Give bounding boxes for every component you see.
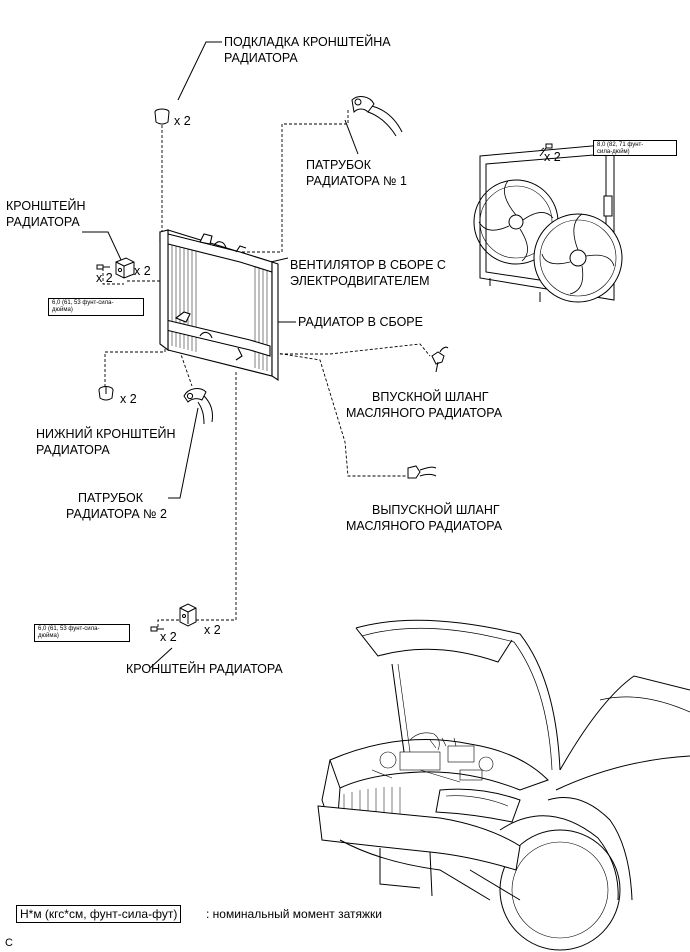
label-line: ПАТРУБОК bbox=[306, 158, 372, 172]
quantity-fan-bolt: x 2 bbox=[544, 150, 561, 164]
bottom-bolt-drawing bbox=[150, 626, 164, 632]
label-lower-radiator-bracket: НИЖНИЙ КРОНШТЕЙН РАДИАТОРА bbox=[36, 426, 176, 458]
torque-line: 6,0 (61, 53 фунт-сила- bbox=[38, 626, 100, 632]
label-radiator-bracket-upper: КРОНШТЕЙН РАДИАТОРА bbox=[6, 198, 86, 230]
torque-line: дюйма) bbox=[38, 633, 59, 639]
label-line: НИЖНИЙ КРОНШТЕЙН bbox=[36, 427, 176, 441]
label-radiator-hose-1: ПАТРУБОК РАДИАТОРА № 1 bbox=[306, 157, 407, 189]
label-line: КРОНШТЕЙН bbox=[6, 199, 86, 213]
fan-bolt-drawing bbox=[539, 143, 553, 157]
quantity-upper-bracket: x 2 bbox=[134, 264, 151, 278]
figure-code: C bbox=[5, 937, 13, 949]
label-line: РАДИАТОРА № 2 bbox=[66, 507, 168, 521]
label-line: РАДИАТОРА bbox=[6, 215, 80, 229]
torque-legend-text: : номинальный момент затяжки bbox=[206, 907, 382, 921]
torque-box-upper-bracket: 6,0 (61, 53 фунт-сила- дюйма) bbox=[48, 298, 144, 316]
quantity-cushion: x 2 bbox=[174, 114, 191, 128]
label-oil-cooler-outlet-hose: ВЫПУСКНОЙ ШЛАНГ МАСЛЯНОГО РАДИАТОРА bbox=[346, 502, 502, 534]
label-radiator-assy: РАДИАТОР В СБОРЕ bbox=[298, 315, 423, 329]
torque-box-fan: 8,0 (82, 71 фунт- сила-дюйм) bbox=[593, 140, 677, 156]
torque-line: дюйма) bbox=[52, 307, 73, 313]
quantity-lower-bracket: x 2 bbox=[120, 392, 137, 406]
radiator-bracket-cushion-drawing bbox=[154, 108, 170, 125]
label-radiator-hose-2: ПАТРУБОК РАДИАТОРА № 2 bbox=[66, 490, 167, 522]
radiator-hose-1-drawing bbox=[351, 96, 403, 137]
quantity-upper-bolt: x 2 bbox=[96, 271, 113, 285]
label-line: ВЫПУСКНОЙ ШЛАНГ bbox=[372, 503, 500, 517]
label-line: РАДИАТОРА bbox=[224, 51, 298, 65]
quantity-bottom-bolt: x 2 bbox=[160, 630, 177, 644]
label-line: ПОДКЛАДКА КРОНШТЕЙНА bbox=[224, 35, 391, 49]
oil-cooler-outlet-hose-drawing bbox=[407, 465, 437, 479]
bottom-bracket-drawing bbox=[179, 603, 197, 627]
torque-legend-box: Н*м (кгс*см, фунт-сила-фут) bbox=[16, 905, 182, 923]
torque-line: 8,0 (82, 71 фунт- bbox=[597, 142, 644, 148]
label-line: ЭЛЕКТРОДВИГАТЕЛЕМ bbox=[290, 274, 430, 288]
label-line: МАСЛЯНОГО РАДИАТОРА bbox=[346, 406, 503, 420]
torque-line: сила-дюйм) bbox=[597, 149, 630, 155]
assembly-dashed-lines bbox=[102, 110, 545, 627]
label-radiator-bracket-cushion: ПОДКЛАДКА КРОНШТЕЙНА РАДИАТОРА bbox=[224, 34, 391, 66]
torque-line: 6,0 (61, 53 фунт-сила- bbox=[52, 300, 114, 306]
upper-bolt-drawing bbox=[96, 264, 110, 270]
radiator-hose-2-drawing bbox=[183, 388, 213, 425]
radiator-assembly-drawing bbox=[159, 229, 279, 382]
label-line: МАСЛЯНОГО РАДИАТОРА bbox=[346, 519, 503, 533]
upper-bracket-drawing bbox=[115, 257, 135, 279]
fan-motor-assembly-drawing bbox=[473, 143, 623, 303]
label-line: ПАТРУБОК bbox=[78, 491, 144, 505]
label-fan-motor-assy: ВЕНТИЛЯТОР В СБОРЕ С ЭЛЕКТРОДВИГАТЕЛЕМ bbox=[290, 257, 446, 289]
leader-lines bbox=[82, 41, 359, 669]
label-line: ВЕНТИЛЯТОР В СБОРЕ С bbox=[290, 258, 446, 272]
lower-radiator-bracket-drawing bbox=[98, 386, 114, 401]
label-radiator-bracket-lower: КРОНШТЕЙН РАДИАТОРА bbox=[126, 662, 283, 676]
oil-cooler-inlet-hose-drawing bbox=[431, 346, 449, 373]
label-line: РАДИАТОРА № 1 bbox=[306, 174, 408, 188]
label-line: РАДИАТОРА bbox=[36, 443, 110, 457]
label-line: ВПУСКНОЙ ШЛАНГ bbox=[372, 390, 489, 404]
quantity-bottom-bracket: x 2 bbox=[204, 623, 221, 637]
label-oil-cooler-inlet-hose: ВПУСКНОЙ ШЛАНГ МАСЛЯНОГО РАДИАТОРА bbox=[346, 389, 502, 421]
vehicle-front-drawing bbox=[317, 619, 690, 951]
torque-box-bottom-bracket: 6,0 (61, 53 фунт-сила- дюйма) bbox=[34, 624, 130, 642]
